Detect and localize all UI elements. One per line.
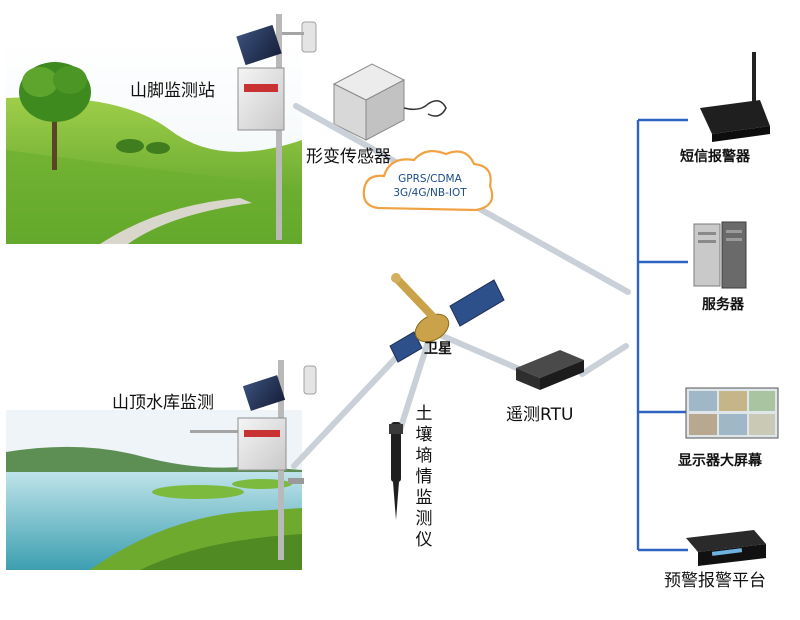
server-device [693,221,747,289]
reservoir-monitoring-label: 山顶水库监测 [112,393,214,413]
mountain-foot-station-label: 山脚监测站 [130,81,215,101]
satellite-label: 卫星 [424,341,452,357]
deformation-sensor-device [332,63,447,141]
network-line-2: 3G/4G/NB-IOT [393,187,467,199]
output-label-display-wall: 显示器大屏幕 [678,453,762,469]
output-bracket [636,118,688,552]
reservoir-scene [6,410,302,570]
soil-moisture-monitor-label: 土壤墒情监测仪 [415,404,433,550]
warning-platform-device [686,530,766,566]
output-label-sms-alarm: 短信报警器 [680,149,750,165]
soil-moisture-probe [389,422,403,520]
network-cloud [362,149,494,212]
output-label-server: 服务器 [702,297,744,313]
network-line-1: GPRS/CDMA [398,173,462,185]
output-label-warning-platform: 预警报警平台 [664,571,766,591]
sms-alarm-device [700,52,770,142]
telemetry-rtu-label: 遥测RTU [506,405,574,425]
telemetry-rtu-device [516,350,584,390]
mountain-foot-station-pole [236,14,317,240]
display-wall-device [685,387,779,439]
network-cloud-text: GPRS/CDMA 3G/4G/NB-IOT [370,172,490,200]
satellite-graphic [389,273,505,363]
deformation-sensor-label: 形变传感器 [306,147,391,167]
reservoir-station-pole [190,360,317,560]
